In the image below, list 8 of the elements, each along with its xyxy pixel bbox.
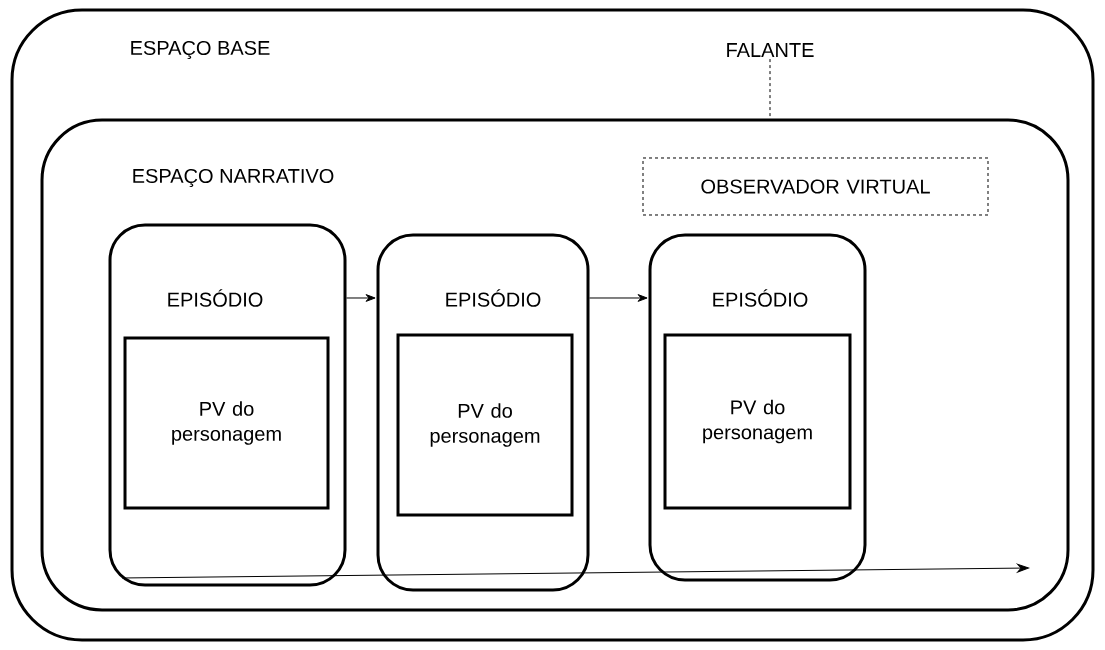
viewpoint-box: PV do personagem: [663, 333, 852, 510]
arrow: [346, 294, 376, 302]
leader-line: [769, 58, 771, 119]
label-text: FALANTE: [727, 43, 814, 57]
viewpoint-box: PV do personagem: [123, 336, 330, 510]
viewpoint-box: PV do personagem: [396, 333, 574, 517]
arrow: [589, 294, 648, 302]
observer-box: OBSERVADOR VIRTUAL: [642, 157, 989, 216]
